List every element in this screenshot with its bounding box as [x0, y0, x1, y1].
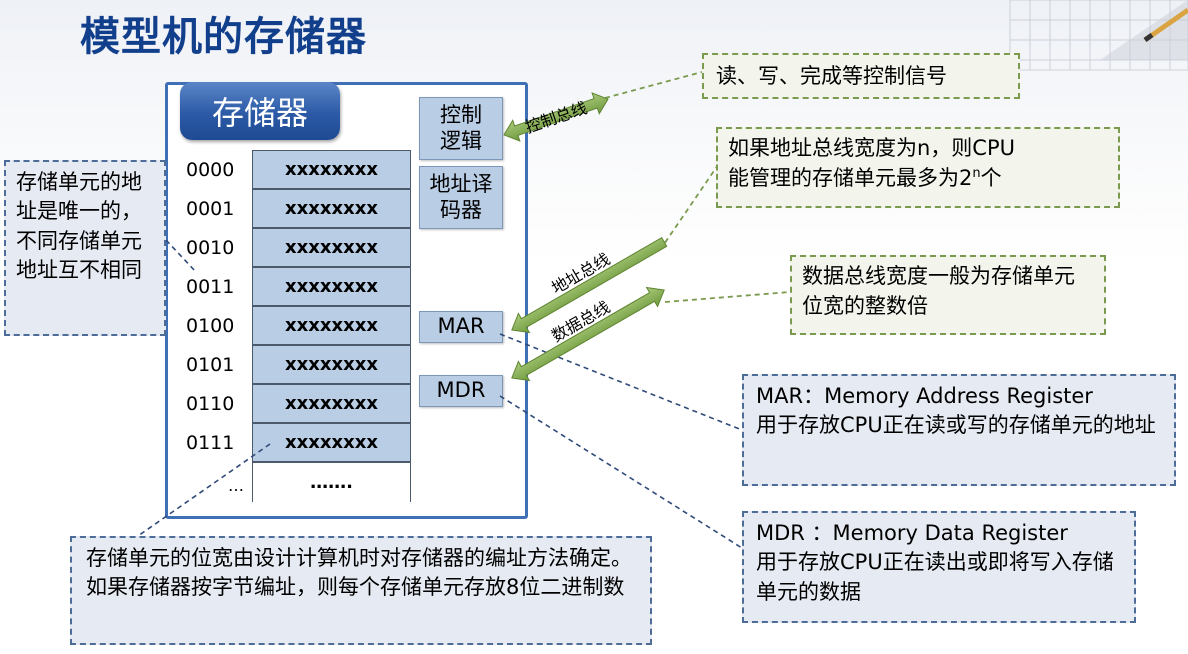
callout-line [664, 291, 791, 303]
control-bus-arrow: 控制总线 [503, 92, 609, 142]
mar-register: MAR [419, 311, 503, 343]
address-width-line2: 能管理的存储单元最多为2n个 [728, 163, 1108, 193]
memory-address: 0111 [186, 431, 235, 454]
memory-address: 0010 [186, 236, 235, 259]
address-width-line1: 如果地址总线宽度为n，则CPU [728, 136, 1016, 160]
memory-cell: xxxxxxxx [252, 306, 411, 345]
memory-address: 0100 [186, 314, 235, 337]
mar-definition-text: 用于存放CPU正在读或写的存储单元的地址 [756, 413, 1156, 438]
callout-line [499, 395, 743, 549]
memory-cell: xxxxxxxx [252, 267, 411, 306]
page-title: 模型机的存储器 [80, 14, 367, 60]
data-width-note: 数据总线宽度一般为存储单元位宽的整数倍 [790, 255, 1106, 335]
memory-cell: xxxxxxxx [252, 228, 411, 267]
address-width-exponent: n [972, 166, 981, 182]
memory-address: 0101 [186, 353, 235, 376]
mdr-definition-text: 用于存放CPU正在读出或即将写入存储单元的数据 [756, 550, 1114, 604]
mdr-definition-note: MDR ：Memory Data Register 用于存放CPU正在读出或即将… [742, 511, 1136, 623]
address-width-note: 如果地址总线宽度为n，则CPU 能管理的存储单元最多为2n个 [716, 127, 1120, 208]
mar-definition-note: MAR：Memory Address Register 用于存放CPU正在读或写… [742, 374, 1176, 486]
callout-line [499, 333, 743, 431]
address-width-prefix: 能管理的存储单元最多为2 [728, 166, 973, 191]
memory-cell: xxxxxxxx [252, 384, 411, 423]
memory-address: 0011 [186, 275, 235, 298]
memory-cell: ……. [252, 462, 411, 502]
address-decoder-box: 地址译码器 [419, 166, 503, 229]
callout-line [604, 71, 703, 99]
callout-line [137, 443, 271, 537]
memory-cell: xxxxxxxx [252, 189, 411, 228]
mdr-register: MDR [419, 375, 503, 407]
cell-width-note: 存储单元的位宽由设计计算机时对存储器的编址方法确定。如果存储器按字节编址，则每个… [70, 536, 652, 645]
memory-address: … [228, 476, 244, 495]
control-bus-label: 控制总线 [523, 98, 590, 137]
memory-label: 存储器 [180, 82, 340, 140]
memory-cell: xxxxxxxx [252, 150, 411, 189]
memory-address: 0001 [186, 197, 235, 220]
memory-cell: xxxxxxxx [252, 423, 411, 462]
control-logic-box: 控制逻辑 [419, 97, 503, 160]
callout-line [165, 239, 197, 273]
memory-cell: xxxxxxxx [252, 345, 411, 384]
callout-line [659, 164, 719, 251]
memory-address: 0000 [186, 158, 235, 181]
memory-address: 0110 [186, 392, 235, 415]
drafting-tools-icon [1009, 0, 1188, 71]
address-width-suffix: 个 [980, 166, 1002, 191]
control-signals-note: 读、写、完成等控制信号 [702, 53, 1020, 99]
mar-definition-title: MAR：Memory Address Register [756, 384, 1093, 408]
unique-address-note: 存储单元的地址是唯一的，不同存储单元地址互不相同 [4, 160, 166, 336]
mdr-definition-title: MDR ：Memory Data Register [756, 521, 1068, 545]
